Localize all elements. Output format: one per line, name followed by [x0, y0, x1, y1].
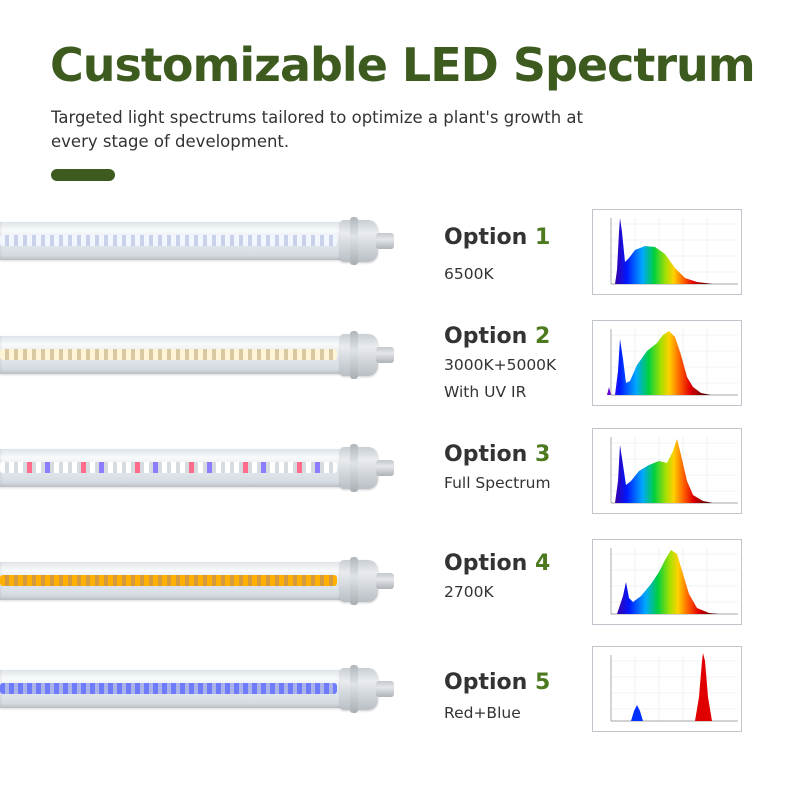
option-number: 1 [534, 225, 551, 250]
led-tube-image [0, 222, 345, 260]
tube-end-cap [340, 665, 394, 713]
spectrum-chart-full-spectrum [592, 428, 742, 514]
option-word: Option [444, 225, 528, 250]
led-tube-image [0, 336, 345, 374]
option-description: 6500K [444, 265, 494, 283]
option-title: Option 1 [444, 225, 550, 250]
spectrum-chart-6500k [592, 209, 742, 295]
page-subtitle: Targeted light spectrums tailored to opt… [51, 108, 583, 151]
option-number: 4 [534, 551, 551, 576]
tube-end-cap [340, 444, 394, 492]
option-number: 3 [534, 442, 551, 467]
option-description-extra: With UV IR [444, 383, 527, 401]
option-word: Option [444, 442, 528, 467]
option-word: Option [444, 324, 528, 349]
option-description: 3000K+5000K [444, 356, 557, 374]
tube-end-cap [340, 331, 394, 379]
led-tube-image [0, 670, 345, 708]
accent-bar [51, 169, 115, 181]
tube-end-cap [340, 557, 394, 605]
spectrum-chart-2700k [592, 539, 742, 625]
page-title: Customizable LED Spectrum [50, 38, 756, 92]
led-tube-image [0, 449, 345, 487]
option-title: Option 5 [444, 670, 550, 695]
spectrum-chart-3000k-5000k [592, 320, 742, 406]
option-title: Option 3 [444, 442, 550, 467]
option-word: Option [444, 670, 528, 695]
option-title: Option 2 [444, 324, 550, 349]
option-row-5: Option 5 Red+Blue [0, 646, 800, 746]
option-description: Red+Blue [444, 704, 521, 722]
spectrum-chart-red-blue [592, 646, 742, 732]
option-description: 2700K [444, 583, 494, 601]
option-title: Option 4 [444, 551, 550, 576]
option-number: 2 [534, 324, 551, 349]
option-row-1: Option 1 6500K [0, 195, 800, 295]
option-word: Option [444, 551, 528, 576]
option-description: Full Spectrum [444, 474, 551, 492]
option-number: 5 [534, 670, 551, 695]
option-row-3: Option 3 Full Spectrum [0, 424, 800, 524]
option-row-4: Option 4 2700K [0, 537, 800, 637]
option-row-2: Option 2 3000K+5000K With UV IR [0, 310, 800, 410]
tube-end-cap [340, 217, 394, 265]
led-tube-image [0, 562, 345, 600]
